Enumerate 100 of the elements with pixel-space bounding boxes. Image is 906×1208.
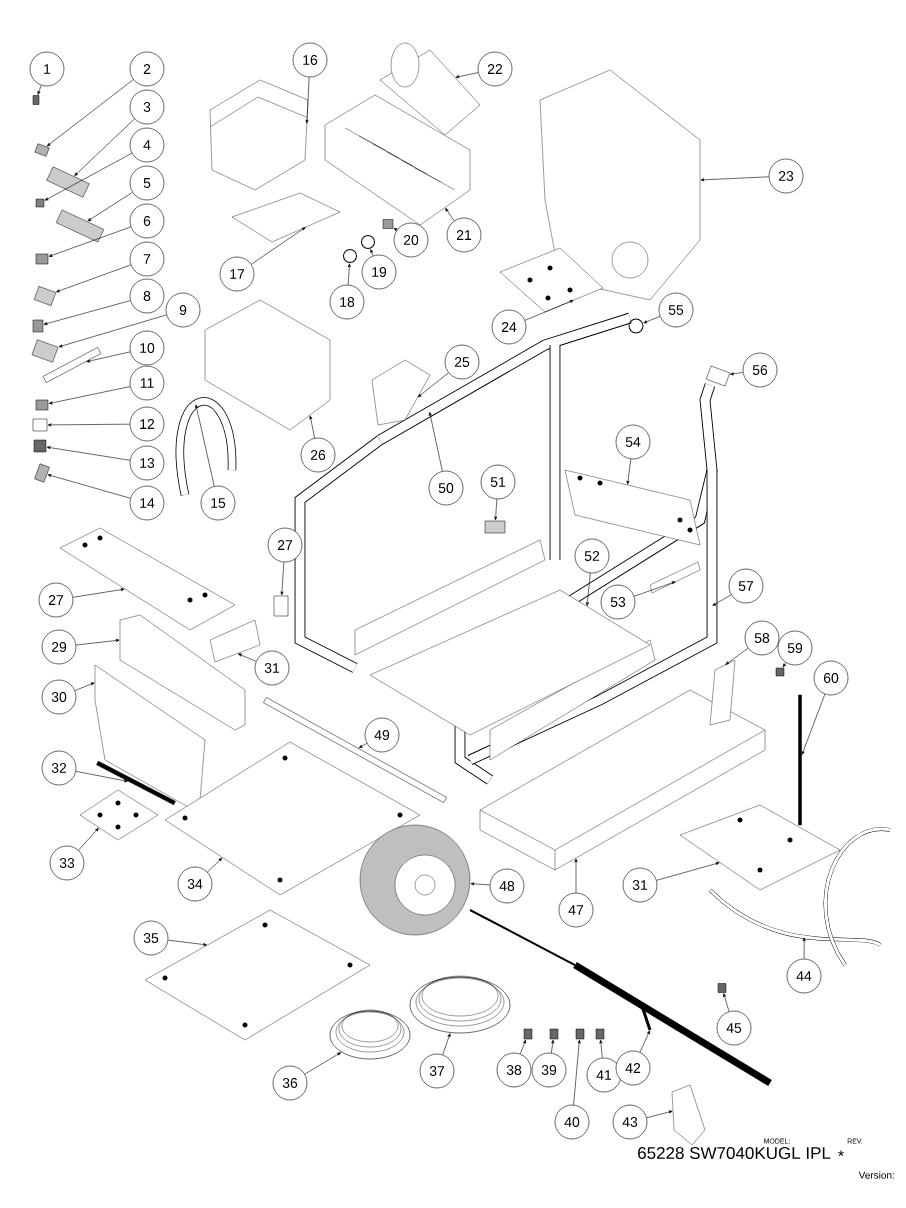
callout-number: 9 [165, 292, 201, 328]
pipe [42, 347, 102, 383]
spring-clip [361, 235, 375, 249]
callout-number: 30 [41, 679, 77, 715]
manifold-fitting [31, 339, 59, 363]
leader-line [455, 72, 479, 79]
callout-number: 4 [129, 127, 165, 163]
leader-line [304, 1052, 341, 1075]
leader-line [56, 264, 132, 293]
rod [96, 760, 176, 806]
leader-line [574, 858, 578, 893]
cap [628, 318, 644, 334]
leader-line [238, 653, 257, 662]
leader-line [78, 827, 99, 851]
callout-number: 40 [554, 1104, 590, 1140]
valve [484, 520, 506, 534]
filler-neck [709, 659, 736, 726]
leader-line [75, 771, 128, 783]
pump [204, 299, 331, 431]
leader-line [712, 594, 732, 606]
leader-line [46, 446, 131, 461]
leader-line [519, 1039, 526, 1055]
axle [263, 697, 447, 803]
leader-line [167, 939, 207, 946]
clip [382, 219, 394, 229]
leader-line [43, 300, 131, 325]
bolt-set [499, 247, 604, 313]
callout-number: 49 [364, 717, 400, 753]
engine [539, 69, 701, 301]
callout-number: 31 [254, 650, 290, 686]
callout-number: 55 [658, 292, 694, 328]
callout-number: 18 [329, 284, 365, 320]
leader-line [309, 415, 315, 439]
leader-line [48, 226, 132, 257]
callout-number: 36 [272, 1065, 308, 1101]
leader-line [347, 263, 351, 286]
leader-line [626, 458, 632, 485]
callout-number: 44 [786, 958, 822, 994]
callout-number: 21 [446, 217, 482, 253]
leader-line [74, 118, 135, 176]
leader-line [195, 404, 215, 487]
leader-line [280, 561, 285, 596]
callout-number: 10 [129, 330, 165, 366]
fitting [32, 95, 40, 105]
callout-number: 24 [491, 309, 527, 345]
callout-number: 8 [129, 278, 165, 314]
hose-coil [409, 975, 511, 1034]
label-text: 65228 SW7040KUGL IPL [638, 1147, 831, 1160]
battery-box [209, 79, 309, 191]
callout-number: 48 [489, 868, 525, 904]
fitting [32, 319, 44, 333]
leader-line [656, 862, 720, 881]
unloader [55, 209, 105, 243]
leader-line [782, 662, 787, 668]
leader-line [442, 1033, 451, 1055]
leader-line [585, 572, 591, 606]
leader-line [417, 372, 449, 398]
screw-set [144, 909, 371, 1041]
leader-line [75, 639, 120, 646]
leader-line [47, 474, 131, 499]
callout-number: 27 [267, 527, 303, 563]
callout-number: 57 [728, 568, 764, 604]
leader-line [47, 423, 130, 427]
callout-number: 35 [133, 920, 169, 956]
fitting [35, 198, 45, 208]
callout-number: 60 [813, 660, 849, 696]
wheel [359, 824, 471, 936]
leader-line [634, 581, 676, 597]
leader-line [370, 249, 374, 257]
leader-line [801, 693, 826, 755]
callout-number: 1 [29, 51, 65, 87]
leader-line [86, 351, 131, 363]
leader-line [48, 386, 131, 405]
callout-number: 41 [586, 1057, 622, 1093]
leader-line [46, 79, 134, 147]
leader-line [643, 316, 661, 324]
leader-line [445, 207, 455, 222]
leader-line [87, 192, 133, 222]
callout-number: 3 [129, 89, 165, 125]
leader-line [358, 743, 368, 749]
fitting [775, 667, 785, 677]
leader-line [730, 372, 744, 376]
leader-line [646, 1110, 673, 1119]
leader-line [207, 857, 223, 873]
callout-number: 43 [612, 1104, 648, 1140]
leader-line [44, 152, 133, 201]
nut-set [79, 789, 159, 841]
callout-number: 23 [768, 158, 804, 194]
callout-number: 16 [292, 42, 328, 78]
callout-number: 12 [129, 406, 165, 442]
leader-line [251, 227, 306, 265]
callout-number: 56 [742, 352, 778, 388]
callout-number: 51 [480, 464, 516, 500]
leader-line [428, 412, 443, 472]
callout-number: 19 [361, 254, 397, 290]
callout-number: 27 [38, 582, 74, 618]
elbow-tube [705, 365, 731, 387]
muffler [379, 42, 481, 136]
leader-line [72, 588, 125, 598]
spray-gun [671, 1084, 706, 1146]
